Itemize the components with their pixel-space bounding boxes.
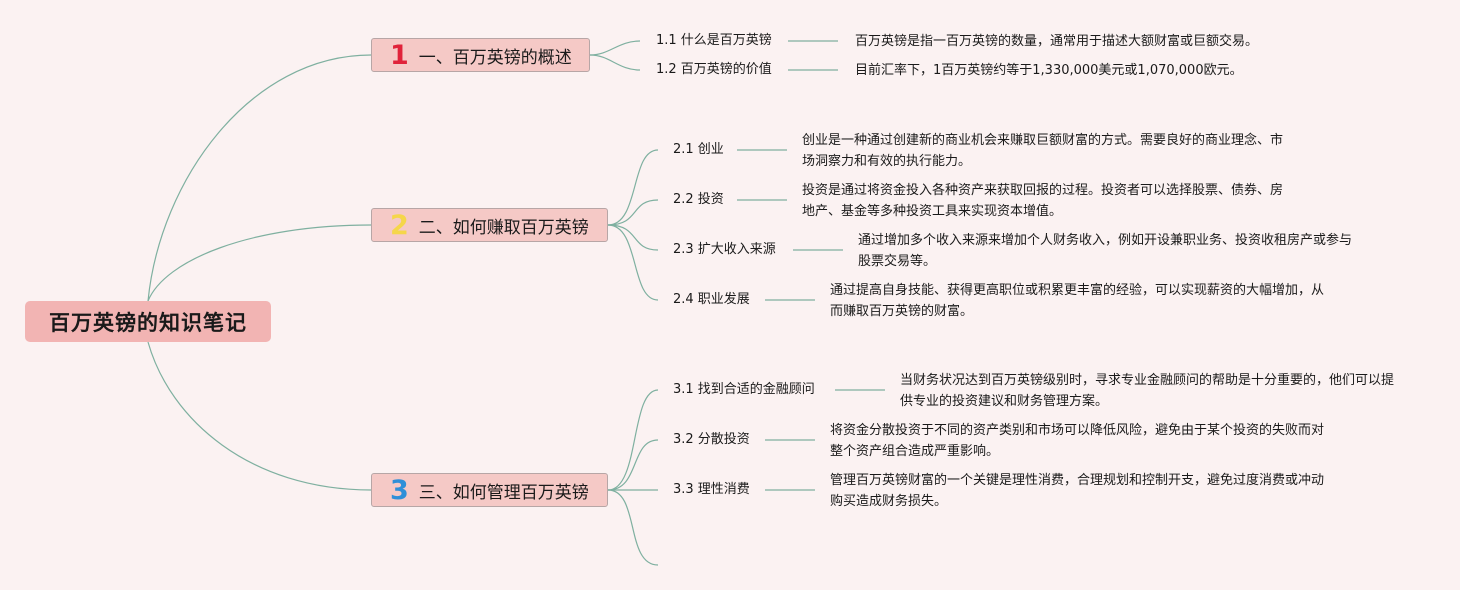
branch-topic-1[interactable]: 1 一、百万英镑的概述 — [371, 38, 590, 72]
branch-2-to-2-2-link — [607, 199, 659, 226]
branch-1-to-1-2-link — [589, 54, 641, 71]
note-1-1: 百万英镑是指一百万英镑的数量，通常用于描述大额财富或巨额交易。 — [855, 34, 1259, 49]
branch-topic-3[interactable]: 3 三、如何管理百万英镑 — [371, 473, 608, 507]
subtopic-1-1[interactable]: 1.1 什么是百万英镑 — [656, 33, 772, 48]
subtopic-1-2[interactable]: 1.2 百万英镑的价值 — [656, 62, 772, 77]
note-2-4: 通过提高自身技能、获得更高职位或积累更丰富的经验，可以实现薪资的大幅增加，从而赚… — [830, 283, 1325, 319]
note-3-1: 当财务状况达到百万英镑级别时，寻求专业金融顾问的帮助是十分重要的，他们可以提供专… — [900, 373, 1395, 409]
root-to-branch-3-link — [147, 341, 372, 491]
subtopic-3-2[interactable]: 3.2 分散投资 — [673, 432, 750, 447]
note-2-2: 投资是通过将资金投入各种资产来获取回报的过程。投资者可以选择股票、债券、房地产、… — [802, 183, 1284, 219]
root-topic[interactable]: 百万英镑的知识笔记 — [25, 301, 271, 342]
number-3-icon: 3 — [390, 474, 409, 506]
root-to-branch-2-link — [147, 224, 372, 302]
number-2-icon: 2 — [390, 209, 409, 241]
branch-2-to-2-4-link — [607, 224, 659, 301]
branch-3-to-3-2-link — [607, 439, 659, 491]
note-3-3: 管理百万英镑财富的一个关键是理性消费，合理规划和控制开支，避免过度消费或冲动购买… — [830, 473, 1325, 509]
branch-label: 一、百万英镑的概述 — [418, 47, 572, 68]
branch-label: 二、如何赚取百万英镑 — [418, 217, 589, 238]
subtopic-3-3[interactable]: 3.3 理性消费 — [673, 482, 750, 497]
branch-2-to-2-1-link — [607, 149, 659, 226]
subtopic-2-1[interactable]: 2.1 创业 — [673, 142, 724, 157]
subtopic-2-2[interactable]: 2.2 投资 — [673, 192, 724, 207]
subtopic-3-1[interactable]: 3.1 找到合适的金融顾问 — [673, 382, 815, 397]
branch-3-to-3-1-link — [607, 389, 659, 491]
subtopic-2-4[interactable]: 2.4 职业发展 — [673, 292, 750, 307]
branch-topic-2[interactable]: 2 二、如何赚取百万英镑 — [371, 208, 608, 242]
branch-label: 三、如何管理百万英镑 — [418, 482, 589, 503]
note-3-2: 将资金分散投资于不同的资产类别和市场可以降低风险，避免由于某个投资的失败而对整个… — [830, 423, 1325, 459]
note-2-3: 通过增加多个收入来源来增加个人财务收入，例如开设兼职业务、投资收租房产或参与股票… — [858, 233, 1353, 269]
subtopic-2-3[interactable]: 2.3 扩大收入来源 — [673, 242, 776, 257]
number-1-icon: 1 — [390, 39, 409, 71]
branch-3-to-empty-link — [607, 489, 659, 566]
note-2-1: 创业是一种通过创建新的商业机会来赚取巨额财富的方式。需要良好的商业理念、市场洞察… — [802, 133, 1284, 169]
root-to-branch-1-link — [147, 54, 372, 302]
note-1-2: 目前汇率下，1百万英镑约等于1,330,000美元或1,070,000欧元。 — [855, 63, 1243, 78]
branch-1-to-1-1-link — [589, 40, 641, 56]
branch-2-to-2-3-link — [607, 224, 659, 251]
